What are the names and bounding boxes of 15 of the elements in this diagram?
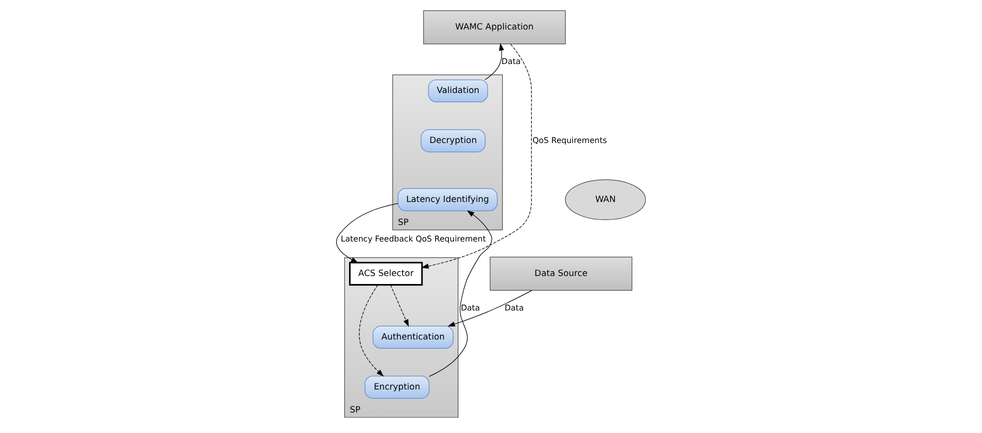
- arrow: [448, 290, 532, 327]
- node-box: Decryption: [420, 129, 486, 152]
- node-box: Encryption: [364, 376, 430, 399]
- node-box: Authentication: [372, 326, 454, 349]
- arrow: [359, 284, 384, 377]
- node-box: WAMC Application: [423, 10, 566, 44]
- arrow: [484, 43, 504, 80]
- arrow: [428, 210, 492, 377]
- node-box: Validation: [428, 79, 488, 102]
- arrow: [390, 284, 409, 327]
- node-ellipse: WAN: [565, 179, 646, 220]
- node-box: Data Source: [490, 256, 632, 291]
- node-box: ACS Selector: [349, 262, 423, 286]
- arrow: [336, 203, 398, 263]
- node-box: Latency Identifying: [398, 188, 498, 212]
